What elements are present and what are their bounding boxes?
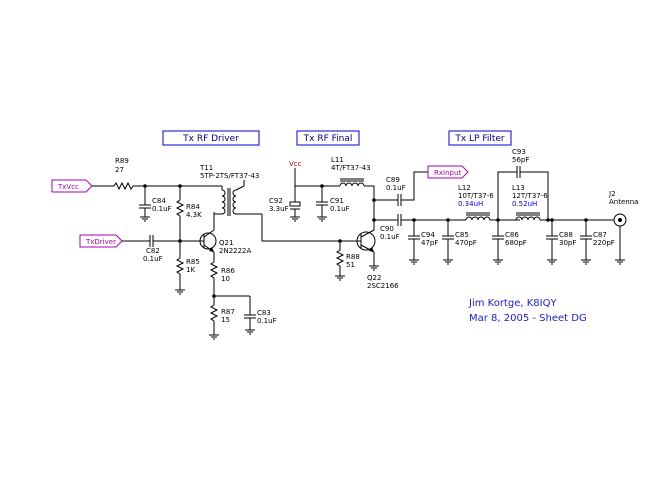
c82-value: 0.1uF — [143, 255, 163, 263]
r87-value: 15 — [221, 316, 230, 324]
q22-value: 2SC2166 — [367, 282, 399, 290]
capacitor-c91: C91 0.1uF — [316, 186, 350, 222]
c93-ref: C93 — [512, 148, 526, 156]
capacitor-c89: C89 0.1uF — [386, 176, 406, 206]
c83-value: 0.1uF — [257, 317, 277, 325]
c94-ref: C94 — [421, 231, 435, 239]
resistor-r84: R84 4.3K — [175, 186, 202, 250]
r88-ref: R88 — [346, 253, 360, 261]
junction-dots — [143, 184, 588, 298]
resistor-r85: R85 1K — [175, 250, 200, 295]
l13-value: 12T/T37-6 — [512, 192, 548, 200]
section-final: Tx RF Final — [296, 130, 360, 146]
c91-value: 0.1uF — [330, 205, 350, 213]
l11-value: 4T/FT37-43 — [331, 164, 371, 172]
txdriver-port-label: TxDriver — [85, 238, 116, 246]
c83-ref: C83 — [257, 309, 271, 317]
r86-value: 10 — [221, 275, 230, 283]
capacitor-c90: C90 0.1uF — [380, 214, 402, 241]
capacitor-c85: C85 470pF — [442, 220, 477, 265]
capacitor-c83: C83 0.1uF — [244, 296, 277, 335]
l12-ref: L12 — [458, 184, 471, 192]
txvcc-port-label: TxVcc — [57, 183, 79, 191]
j2-ref: J2 — [608, 190, 616, 198]
resistor-r88: R88 51 — [335, 241, 360, 281]
capacitor-c94: C94 47pF — [408, 220, 438, 265]
r89-value: 27 — [115, 166, 124, 174]
r85-ref: R85 — [186, 258, 200, 266]
q22-ref: Q22 — [367, 274, 381, 282]
capacitor-c82: C82 0.1uF — [143, 235, 163, 263]
r84-value: 4.3K — [186, 211, 202, 219]
resistor-r89: R89 27 — [113, 157, 134, 191]
section-filter-title: Tx LP Filter — [454, 134, 505, 144]
r86-ref: R86 — [221, 267, 235, 275]
c92-value: 3.3uF — [269, 205, 289, 213]
section-filter: Tx LP Filter — [448, 130, 512, 146]
transistor-q21: Q21 2N2222A — [199, 212, 252, 262]
capacitor-c87: C87 220pF — [580, 220, 615, 265]
transformer-t11: T11 5TP-2TS/FT37-43 — [199, 164, 262, 216]
c87-value: 220pF — [593, 239, 615, 247]
c90-value: 0.1uF — [380, 233, 400, 241]
c90-ref: C90 — [380, 225, 394, 233]
c82-ref: C82 — [146, 247, 160, 255]
r87-ref: R87 — [221, 308, 235, 316]
j2-value: Antenna — [609, 198, 638, 206]
rxinput-port: RxInput — [427, 165, 469, 179]
r88-value: 51 — [346, 261, 355, 269]
l11-ref: L11 — [331, 156, 344, 164]
transistor-q22: Q22 2SC2166 — [350, 229, 399, 290]
inductor-l11: L11 4T/FT37-43 — [331, 156, 374, 187]
capacitor-c84: C84 0.1uF — [139, 186, 172, 222]
r85-value: 1K — [186, 266, 195, 274]
t11-value: 5TP-2TS/FT37-43 — [200, 172, 259, 180]
section-final-title: Tx RF Final — [303, 134, 353, 144]
capacitor-c92: C92 3.3uF — [269, 186, 301, 222]
credit-date: Mar 8, 2005 - Sheet DG — [469, 313, 587, 324]
c84-value: 0.1uF — [152, 205, 172, 213]
c93-value: 56pF — [512, 156, 529, 164]
r89-ref: R89 — [115, 157, 129, 165]
capacitor-c93: C93 56pF — [497, 148, 549, 220]
capacitor-c88: C88 30pF — [546, 220, 576, 265]
txvcc-port: TxVcc — [51, 179, 93, 193]
c89-value: 0.1uF — [386, 184, 406, 192]
resistor-r87: R87 15 — [209, 296, 235, 340]
inductor-l12: L12 10T/T37-6 0.34uH — [458, 184, 494, 221]
vcc-label: Vcc — [289, 160, 302, 168]
c92-ref: C92 — [269, 197, 283, 205]
c94-value: 47pF — [421, 239, 438, 247]
c86-value: 680pF — [505, 239, 527, 247]
l12-inductance: 0.34uH — [458, 200, 483, 208]
c84-ref: C84 — [152, 197, 166, 205]
t11-ref: T11 — [199, 164, 213, 172]
l12-value: 10T/T37-6 — [458, 192, 494, 200]
capacitor-c86: C86 680pF — [492, 220, 527, 265]
c91-ref: C91 — [330, 197, 344, 205]
c89-ref: C89 — [386, 176, 400, 184]
l13-ref: L13 — [512, 184, 525, 192]
r84-ref: R84 — [186, 203, 200, 211]
c85-ref: C85 — [455, 231, 469, 239]
antenna-connector-j2: J2 Antenna — [608, 190, 638, 265]
c88-value: 30pF — [559, 239, 576, 247]
c86-ref: C86 — [505, 231, 519, 239]
inductor-l13: L13 12T/T37-6 0.52uH — [512, 184, 548, 221]
q21-ref: Q21 — [219, 239, 233, 247]
c87-ref: C87 — [593, 231, 607, 239]
rxinput-port-label: RxInput — [434, 169, 461, 177]
txdriver-port: TxDriver — [79, 234, 123, 248]
section-driver-title: Tx RF Driver — [182, 134, 239, 144]
q21-value: 2N2222A — [219, 247, 252, 255]
l13-inductance: 0.52uH — [512, 200, 537, 208]
resistor-r86: R86 10 — [209, 261, 235, 296]
section-driver: Tx RF Driver — [162, 130, 260, 146]
c88-ref: C88 — [559, 231, 573, 239]
credit-author: Jim Kortge, K8IQY — [468, 298, 557, 309]
c85-value: 470pF — [455, 239, 477, 247]
